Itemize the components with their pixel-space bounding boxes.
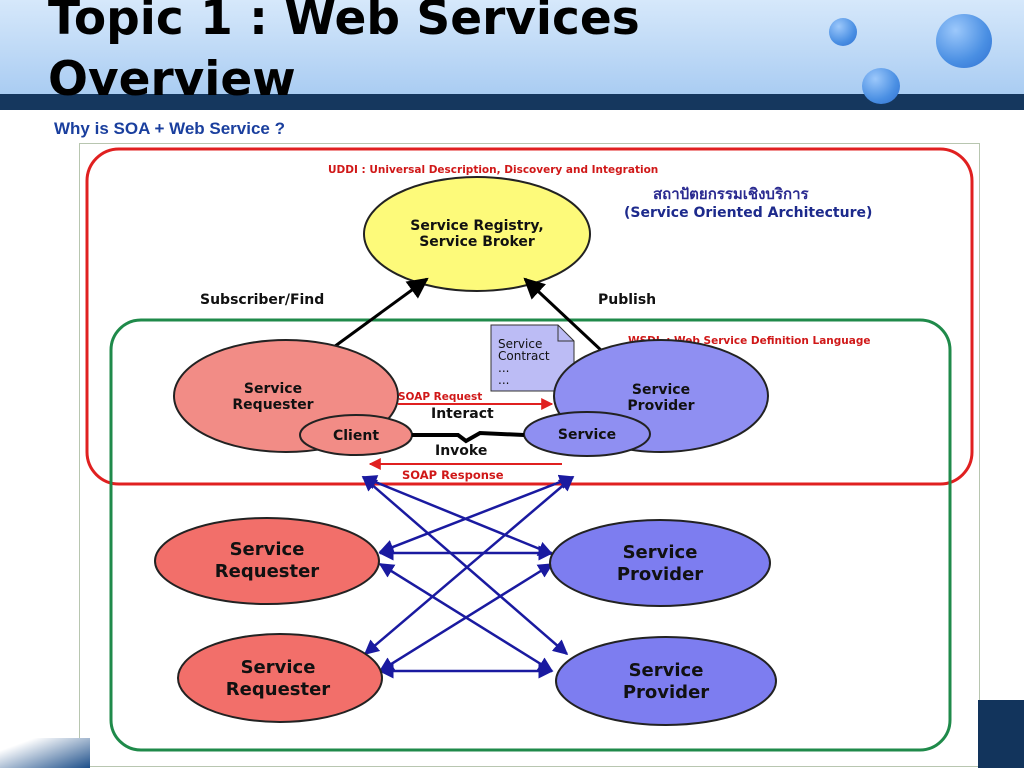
footer-corner-right [978,700,1024,768]
contract-line-2: Contract [498,349,550,363]
bottom-service-provider-1 [549,519,771,607]
contract-line-3: ... [498,361,509,375]
decorative-dot-small [829,18,857,46]
soa-thai-label: สถาปัตยกรรมเชิงบริการ [653,185,810,203]
soa-english-label: (Service Oriented Architecture) [624,205,872,221]
bottom-provider-1-line-2: Provider [617,564,703,585]
provider-line-1: Service [632,382,690,398]
header-bar [0,94,1024,110]
provider-line-2: Provider [627,398,694,414]
client-label: Client [333,428,379,444]
publish-label: Publish [598,292,656,308]
soap-request-label: SOAP Request [398,391,482,403]
soa-diagram-svg: UDDI : Universal Description, Discovery … [85,147,974,752]
slide-subtitle: Why is SOA + Web Service ? [54,119,285,138]
slide-title-line-1: Topic 1 : Web Services [48,0,640,46]
header-background [0,0,1024,96]
mesh-arrow [378,474,575,555]
service-label: Service [558,427,616,443]
contract-line-1: Service [498,337,542,351]
registry-line-1: Service Registry, [410,218,543,234]
wsdl-region [109,318,952,752]
bottom-provider-1-line-1: Service [623,542,698,563]
soa-diagram: UDDI : Universal Description, Discovery … [79,143,980,767]
bottom-service-requester-1 [154,517,380,605]
requester-line-1: Service [244,381,302,397]
decorative-dot-medium [862,68,900,104]
footer-corner-left [0,738,90,768]
bottom-requester-2-line-1: Service [241,657,316,678]
contract-line-4: ... [498,373,509,387]
bottom-requester-1-line-1: Service [230,539,305,560]
mesh-arrows [361,474,575,679]
soap-response-label: SOAP Response [402,468,504,482]
publish-arrow [523,277,605,354]
requester-line-2: Requester [232,397,313,413]
uddi-label: UDDI : Universal Description, Discovery … [328,164,658,176]
bottom-requester-2-line-2: Requester [226,679,331,700]
mesh-arrow [363,476,575,655]
invoke-lightning [412,430,525,444]
decorative-dot-large [936,14,992,68]
service-registry-node [363,176,591,292]
invoke-label: Invoke [435,443,487,459]
mesh-arrow [361,476,569,655]
subscriber-find-label: Subscriber/Find [200,292,324,308]
registry-line-2: Service Broker [419,234,535,250]
mesh-arrow [378,562,554,673]
interact-label: Interact [431,406,494,422]
bottom-requester-1-line-2: Requester [215,561,320,582]
bottom-service-provider-2 [555,636,777,726]
subscriber-find-arrow [326,277,429,354]
slide-title: Topic 1 : Web Services Overview [48,0,768,110]
mesh-arrow [361,475,554,556]
service-contract-fold [557,325,574,342]
bottom-provider-2-line-1: Service [629,660,704,681]
bottom-service-requester-2 [177,633,383,723]
bottom-provider-2-line-2: Provider [623,682,709,703]
slide-title-line-2: Overview [48,52,296,107]
